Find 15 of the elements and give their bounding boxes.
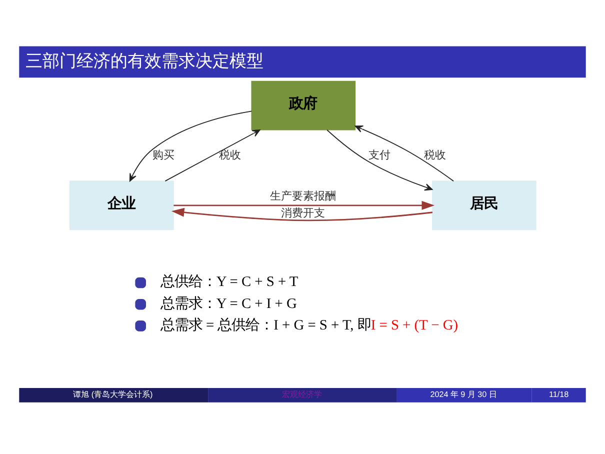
label: I = S + (T − G) bbox=[370, 317, 458, 334]
label: 谭旭 (青岛大学会计系) bbox=[73, 390, 153, 400]
edge-label: 生产要素报酬 bbox=[270, 190, 336, 203]
label: 总需求 = 总供给：I + G = S + T, 即 bbox=[160, 317, 372, 334]
label: 总供给：Y = C + S + T bbox=[160, 274, 298, 290]
label: 宏观经济学 bbox=[282, 390, 322, 400]
edge-label: 税收 bbox=[424, 149, 446, 162]
diagram-title: 三部门经济的有效需求决定模型 bbox=[25, 52, 264, 71]
label: 11/18 bbox=[548, 390, 569, 400]
edge-label: 消费开支 bbox=[280, 208, 325, 220]
label: 总需求：Y = C + I + G bbox=[160, 296, 297, 312]
edge-label: 购买 bbox=[152, 149, 175, 162]
edge-label: 税收 bbox=[219, 149, 242, 162]
label: 2024 年 9 月 30 日 bbox=[430, 390, 497, 400]
edge-label: 支付 bbox=[368, 149, 390, 162]
